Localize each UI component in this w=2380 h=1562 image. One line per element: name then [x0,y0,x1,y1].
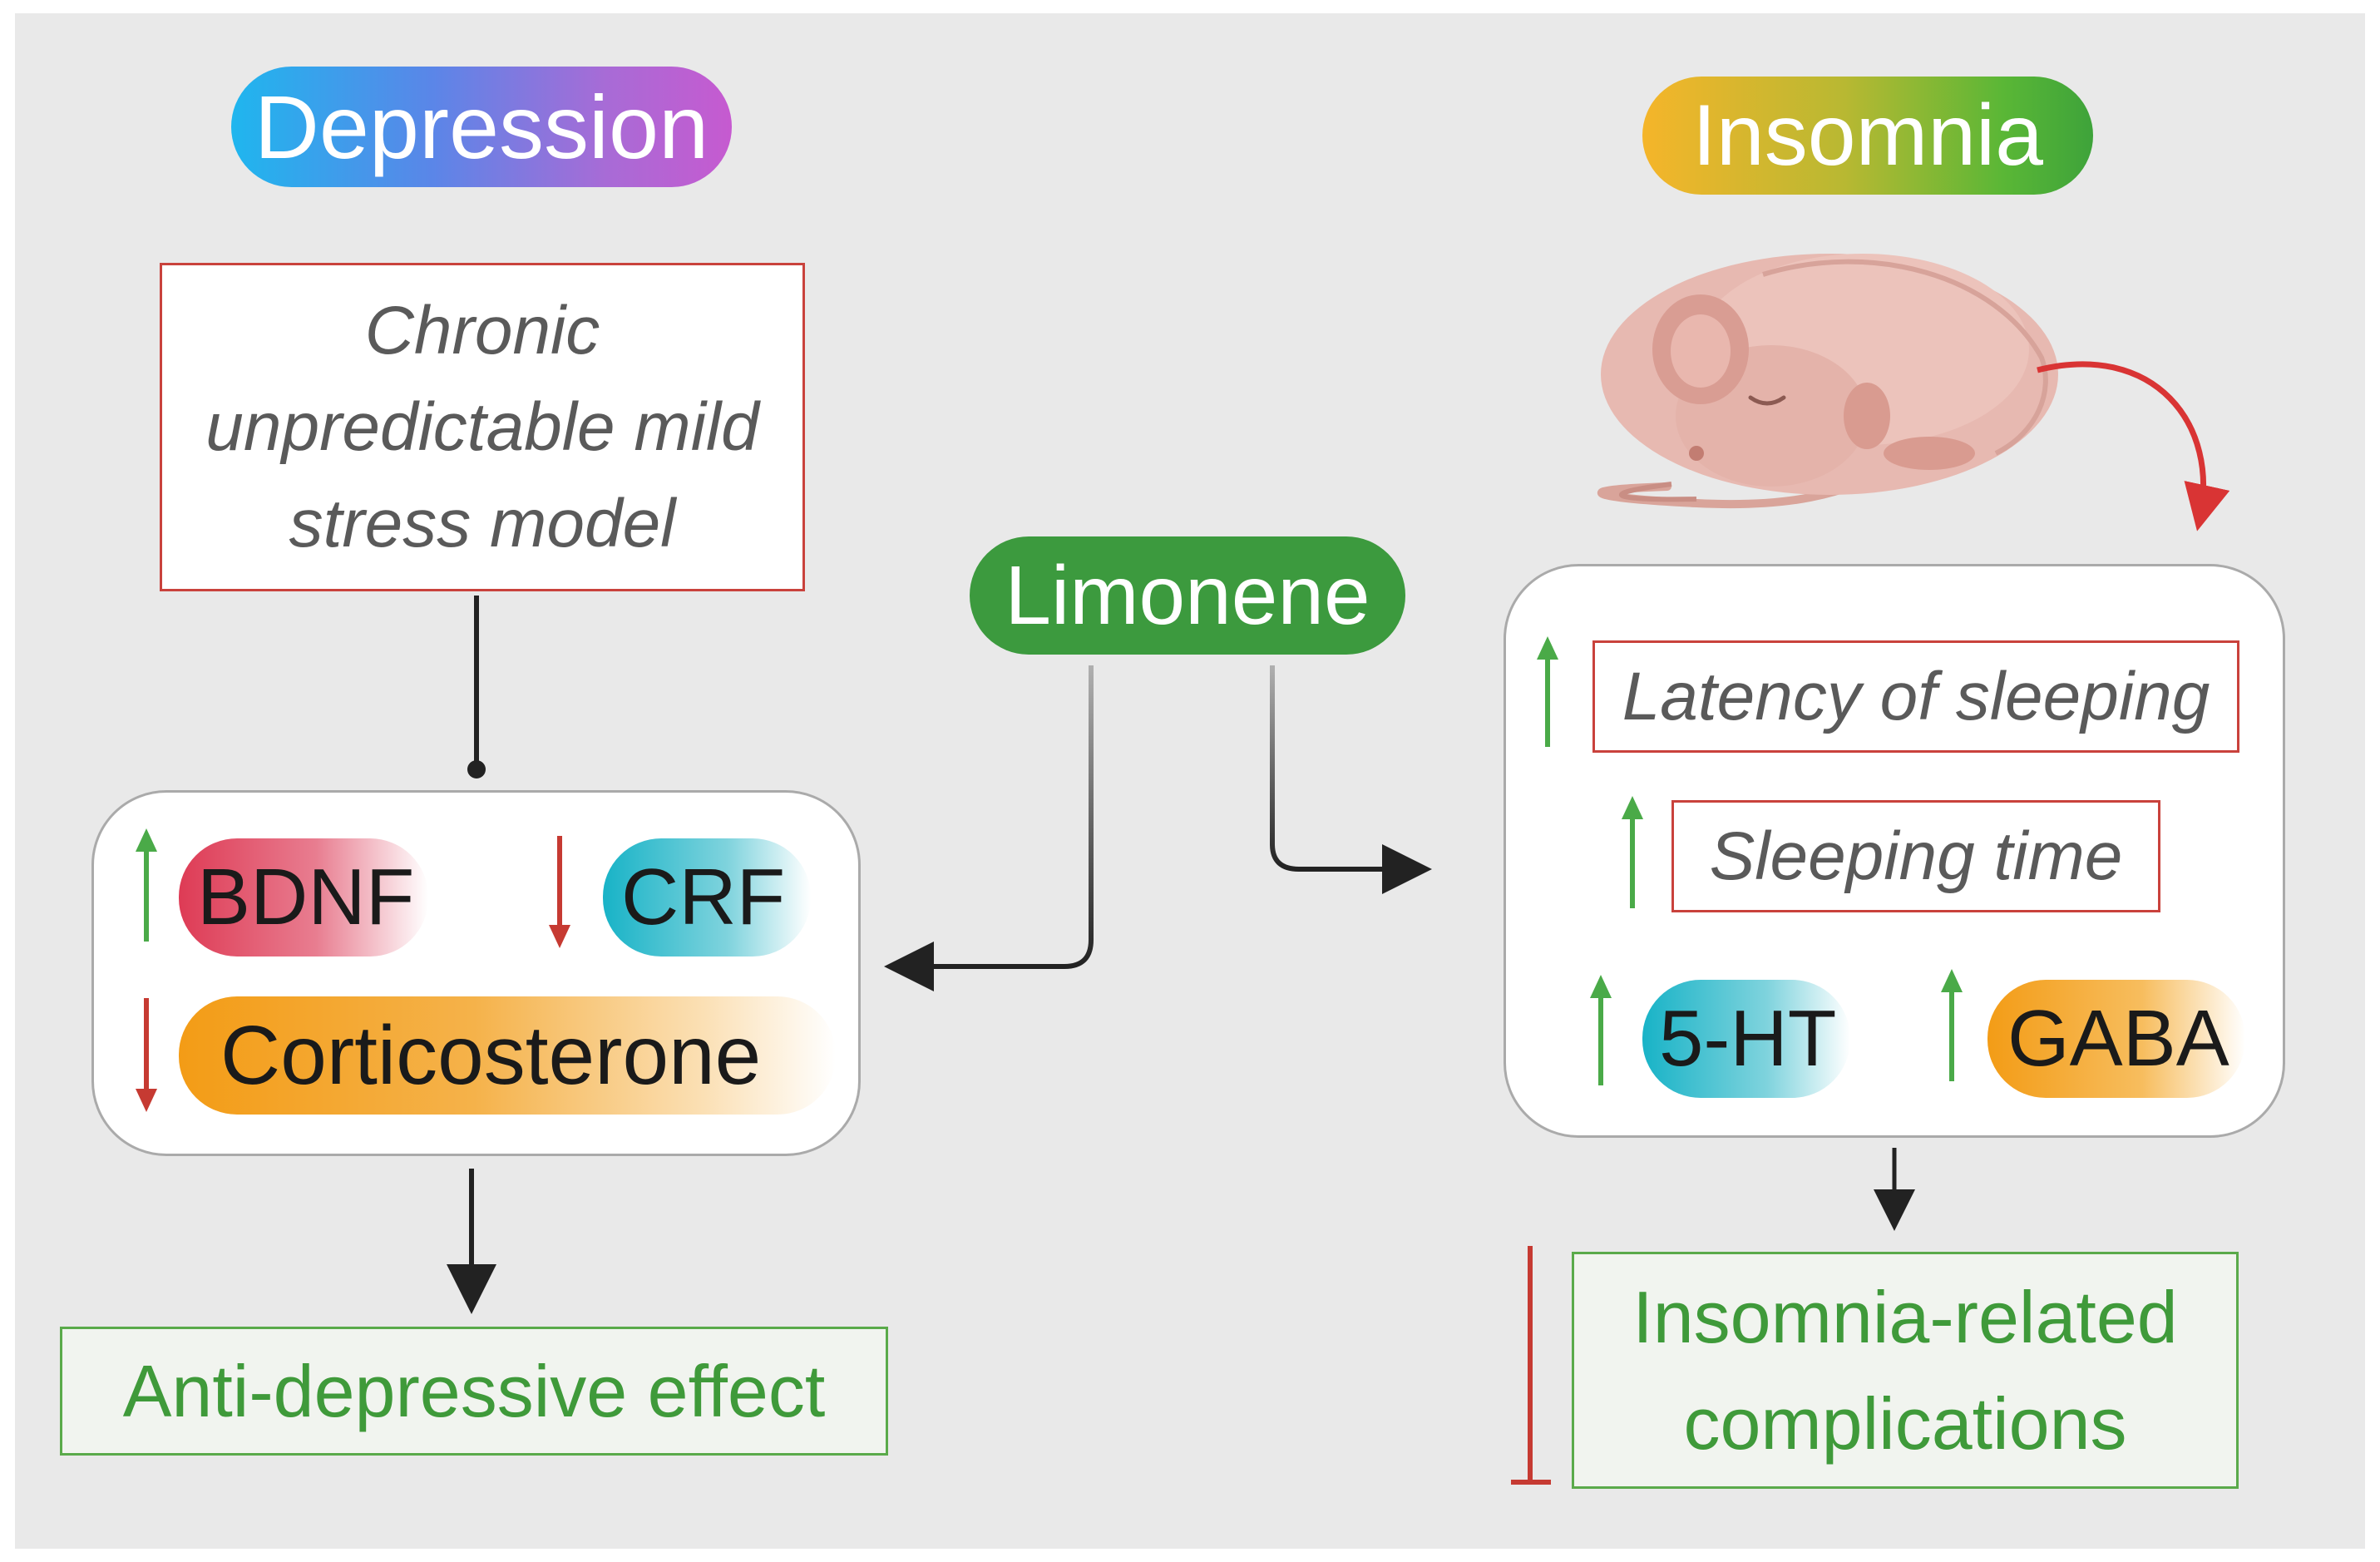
anti-depressive-effect-box: Anti-depressive effect [60,1327,888,1456]
mouse-to-effects-arrow [2037,361,2230,531]
5ht-marker: 5-HT [1642,980,1850,1098]
stress-to-markers-connector [467,596,486,779]
insomnia-complications-label: Insomnia-related complications [1632,1275,2178,1465]
crf-marker: CRF [603,838,811,956]
stress-model-box: Chronic unpredictable mild stress model [160,263,805,591]
bdnf-up-arrowhead [136,828,157,852]
depression-title: Depression [231,67,732,187]
latency-label: Latency of sleeping [1622,658,2210,734]
sleeping-time-up-arrowhead [1622,796,1643,819]
gaba-label: GABA [2007,994,2229,1083]
corticosterone-down-arrowhead [136,1089,157,1112]
crf-label: CRF [621,853,786,942]
sleeping-time-label: Sleeping time [1709,818,2123,894]
anti-depressive-label: Anti-depressive effect [122,1349,826,1432]
limonene-to-insomnia-arrow [1270,665,1432,894]
bdnf-marker: BDNF [179,838,428,956]
inhibition-bar [1511,1246,1551,1485]
gaba-marker: GABA [1987,980,2245,1098]
insomnia-complications-box: Insomnia-related complications [1572,1252,2239,1489]
limonene-node: Limonene [970,536,1405,655]
corticosterone-label: Corticosterone [220,1008,762,1102]
latency-up-arrowhead [1537,636,1558,660]
5ht-label: 5-HT [1659,994,1837,1083]
insomnia-title: Insomnia [1642,77,2093,195]
latency-of-sleeping-box: Latency of sleeping [1592,640,2239,753]
stress-model-label: Chronic unpredictable mild stress model [205,292,759,561]
corticosterone-marker: Corticosterone [179,996,836,1115]
bdnf-label: BDNF [197,853,415,942]
sleeping-mouse-icon [1597,254,2058,509]
crf-down-arrowhead [549,925,570,948]
5ht-up-arrowhead [1590,975,1612,998]
gaba-up-arrowhead [1941,969,1963,992]
sleeping-time-box: Sleeping time [1671,800,2160,912]
limonene-to-depression-arrow [884,665,1094,991]
